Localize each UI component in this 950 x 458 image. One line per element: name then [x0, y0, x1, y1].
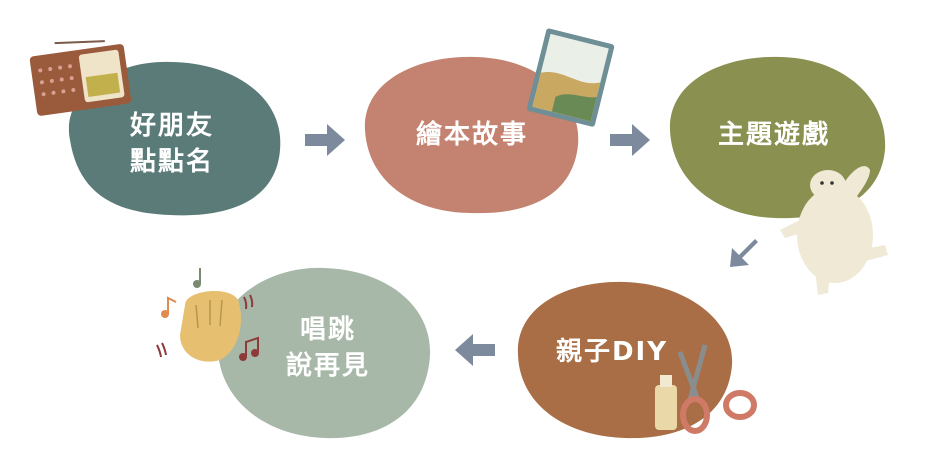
step-5-line-2: 說再見	[285, 351, 371, 381]
step-4-blob	[517, 281, 733, 439]
step-2-blob	[364, 56, 579, 214]
waving-hand-icon	[180, 290, 241, 362]
step-3-label: 主題遊戲	[718, 117, 830, 153]
arrow-down-left-icon	[730, 239, 758, 267]
arrow-right-icon	[305, 124, 345, 156]
step-4-line-1: 親子DIY	[555, 337, 669, 367]
step-2-line-1: 繪本故事	[415, 120, 529, 150]
step-4-label: 親子DIY	[556, 334, 668, 370]
step-1-label: 好朋友點點名	[130, 108, 214, 180]
step-3-line-1: 主題遊戲	[717, 120, 831, 150]
step-5-label: 唱跳說再見	[286, 312, 370, 384]
motion-lines-icon	[156, 294, 254, 358]
step-1-line-1: 好朋友	[129, 111, 215, 141]
music-note-icon	[161, 268, 259, 361]
step-5-blob	[217, 267, 431, 439]
scissors-glue-icon	[655, 344, 757, 434]
book-icon	[526, 28, 615, 127]
polar-bear-icon	[780, 166, 888, 295]
arrow-right-icon	[610, 124, 650, 156]
arrow-left-icon	[455, 334, 495, 366]
step-1-line-2: 點點名	[129, 147, 215, 177]
step-2-label: 繪本故事	[416, 117, 528, 153]
radio-icon	[29, 40, 132, 116]
step-5-line-1: 唱跳	[299, 315, 357, 345]
